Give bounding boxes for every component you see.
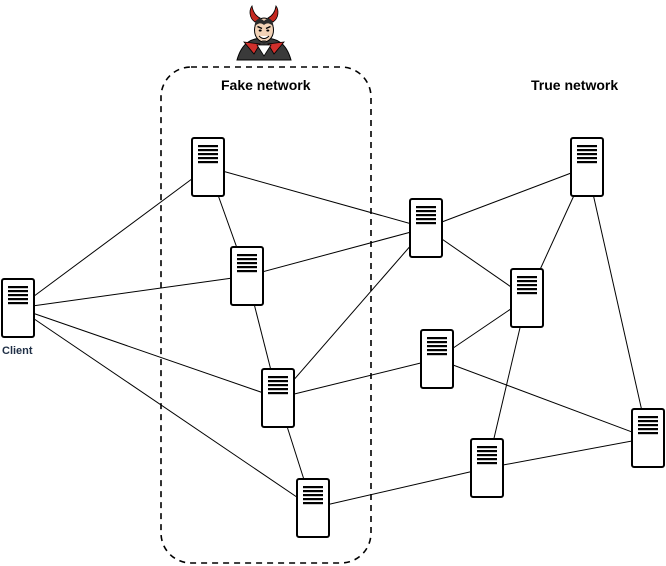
client-label: Client (2, 345, 33, 357)
link-t4-t6 (436, 358, 649, 439)
link-f4-t5 (312, 467, 488, 509)
link-client-f1 (17, 166, 209, 309)
true-server-icon-t4 (420, 329, 454, 389)
link-f2-t1 (246, 227, 427, 277)
link-t5-t6 (486, 437, 649, 469)
network-links (17, 166, 649, 509)
link-f3-t1 (277, 227, 427, 399)
link-client-f4 (17, 307, 314, 509)
server-nodes (1, 137, 665, 538)
fake-server-icon-f1 (191, 137, 225, 197)
true-server-icon-t2 (570, 137, 604, 197)
true-network-label: True network (531, 77, 619, 93)
link-client-f2 (17, 275, 248, 309)
devil-face-icon (236, 5, 292, 61)
fake-server-icon-f2 (230, 246, 264, 306)
true-server-icon-t3 (510, 268, 544, 328)
client-server-icon (1, 278, 35, 338)
link-t1-t2 (425, 166, 588, 229)
link-f3-t4 (277, 358, 438, 399)
fake-server-icon-f4 (296, 478, 330, 538)
link-f1-t1 (207, 166, 427, 229)
fake-server-icon-f3 (261, 368, 295, 428)
true-server-icon-t6 (631, 408, 665, 468)
fake-network-label: Fake network (221, 77, 311, 93)
true-server-icon-t1 (409, 198, 443, 258)
link-client-f3 (17, 307, 279, 399)
true-server-icon-t5 (470, 438, 504, 498)
link-t2-t6 (586, 166, 649, 439)
